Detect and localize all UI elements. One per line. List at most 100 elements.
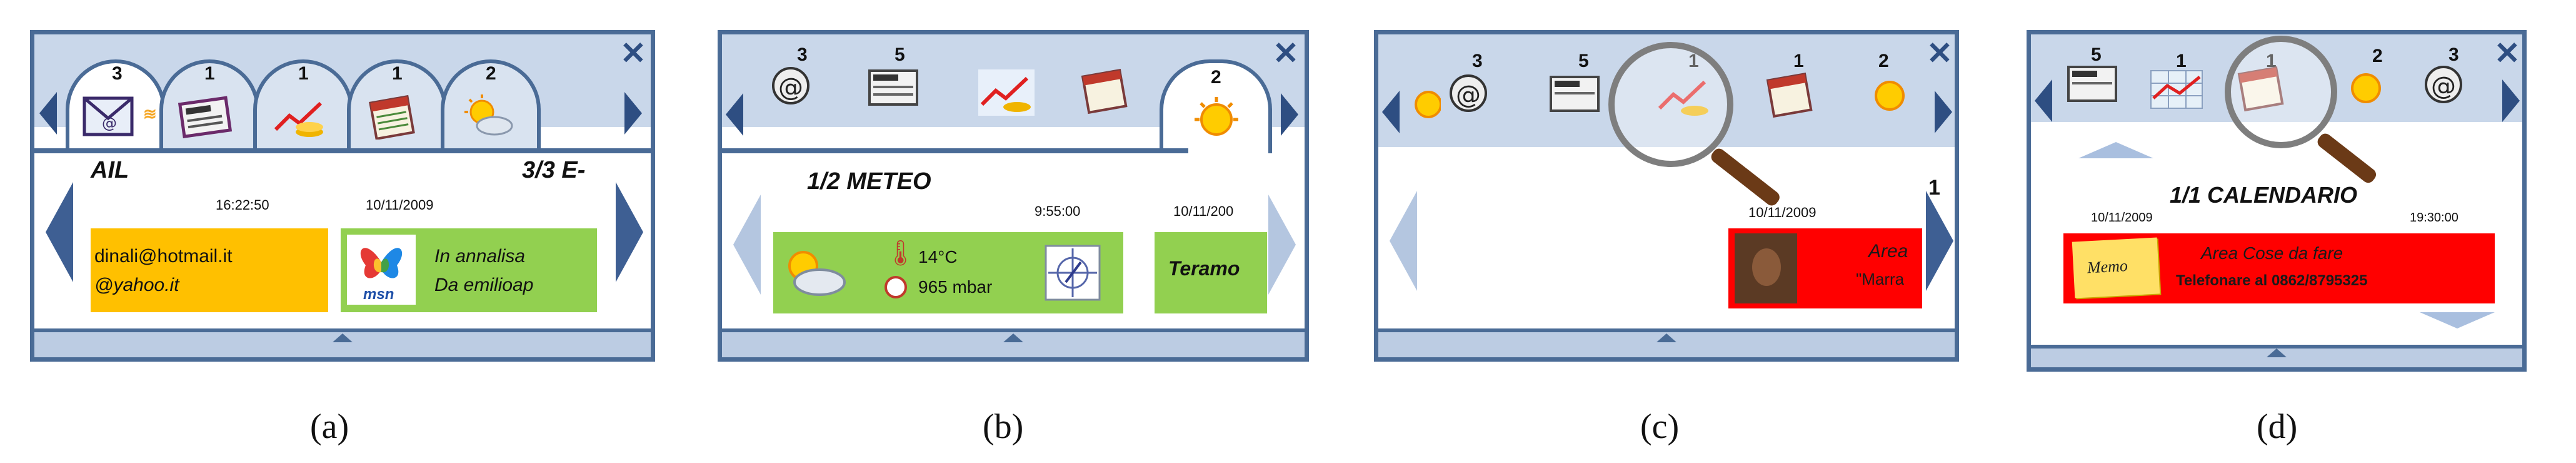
tab-prev-arrow[interactable] [2035, 79, 2052, 122]
email-address-1: dinali@hotmail.it [94, 246, 233, 267]
date-label: 10/11/2009 [2091, 211, 2153, 225]
chevron-up-icon [1003, 333, 1023, 342]
tab-weather[interactable]: 2 [441, 59, 541, 153]
caption-a: (a) [310, 407, 349, 446]
email-card[interactable]: dinali@hotmail.it @yahoo.it [91, 228, 328, 312]
content-prev-arrow[interactable] [1390, 191, 1417, 291]
content-prev-arrow[interactable] [733, 195, 761, 295]
memo-note: Memo [2072, 237, 2160, 298]
tab-badge: 3 [1472, 51, 1483, 71]
butterfly-icon [360, 248, 403, 278]
bottom-bar[interactable] [722, 328, 1305, 357]
svg-text:@: @ [102, 114, 117, 132]
calendar-icon [1766, 72, 1813, 118]
tab-next-arrow[interactable] [2502, 79, 2520, 122]
tab-badge: 1 [1793, 51, 1804, 71]
msn-card[interactable]: msn In annalisa Da emilioap [341, 228, 597, 312]
tab-badge: 1 [392, 63, 403, 84]
tab-badge: 5 [1578, 51, 1589, 71]
tab-badge: 1 [2176, 51, 2187, 71]
calendar-card[interactable]: Memo Area Cose da fare Telefonare al 086… [2063, 233, 2495, 303]
tab-stocks[interactable]: 1 [253, 59, 353, 153]
compass-icon [1045, 245, 1101, 301]
avatar-face [1752, 248, 1781, 286]
time-label: 16:22:50 [216, 197, 269, 213]
tab-badge: 2 [1211, 67, 1221, 88]
alert-card[interactable]: Area "Marra [1728, 228, 1922, 308]
close-icon[interactable]: ✕ [1273, 36, 1299, 71]
tab-badge: 1 [204, 63, 215, 84]
bottom-bar[interactable] [2031, 345, 2522, 367]
chevron-up-icon [1656, 333, 1676, 342]
newspaper-icon [2067, 66, 2117, 102]
magnifier-lens [2225, 36, 2337, 148]
sun-icon [2351, 73, 2381, 103]
tab-badge: 2 [2372, 46, 2383, 66]
chevron-up-icon [2267, 349, 2287, 357]
bottom-bar[interactable] [1378, 328, 1955, 357]
scroll-down-arrow[interactable] [2420, 312, 2495, 328]
caption-d: (d) [2257, 407, 2298, 446]
tab-badge: 2 [1878, 51, 1889, 71]
time-label: 9:55:00 [1035, 203, 1081, 219]
tab-weather[interactable]: 2 [1160, 59, 1272, 153]
magnifier-handle [1708, 146, 1782, 208]
stocks-chart-icon [978, 69, 1035, 116]
panel-title: 1/2 METEO [807, 168, 931, 195]
calendar-icon [369, 94, 415, 140]
panel-a: ✕ 3 @ ≋ 1 1 1 [30, 30, 655, 362]
area-line: Area Cose da fare [2201, 243, 2343, 263]
magnifier-lens [1608, 42, 1733, 167]
panel-title-left: AIL [91, 157, 129, 183]
tab-prev-arrow[interactable] [726, 93, 743, 136]
email-icon: @ [2425, 66, 2462, 103]
panel-b: ✕ 3 @ 5 1 1 2 1/2 METEO 9:55:00 10/11/20… [718, 30, 1309, 362]
caption-c: (c) [1640, 407, 1680, 446]
msn-line-1: In annalisa [434, 246, 526, 267]
tab-next-arrow[interactable] [1281, 93, 1298, 136]
sun-cloud-icon [788, 251, 846, 296]
close-icon[interactable]: ✕ [2494, 36, 2520, 71]
tab-badge: 1 [298, 63, 309, 84]
msn-logo: msn [347, 235, 416, 305]
panel-c: ✕ 3 @ 5 1 1 2 10/11/2009 1 Area "Marra [1374, 30, 1959, 362]
scroll-up-arrow[interactable] [2078, 142, 2153, 158]
time-label: 19:30:00 [2410, 211, 2458, 225]
signal-icon: ≋ [143, 104, 157, 123]
email-icon: @ [772, 67, 809, 104]
bottom-bar[interactable] [34, 328, 651, 357]
sun-icon [1195, 97, 1238, 136]
tab-badge: 3 [797, 44, 808, 65]
tab-next-arrow[interactable] [624, 92, 642, 135]
tab-badge: 3 [112, 63, 123, 84]
content-next-arrow[interactable] [616, 182, 643, 282]
weather-card[interactable]: 🌡 14°C 965 mbar [773, 232, 1123, 313]
close-icon[interactable]: ✕ [620, 36, 646, 71]
tab-prev-arrow[interactable] [1382, 91, 1400, 133]
weather-card-next[interactable]: Teramo [1155, 232, 1267, 313]
tab-next-arrow[interactable] [1935, 91, 1952, 133]
gauge-icon [885, 276, 907, 298]
tab-badge: 2 [486, 63, 496, 84]
date-label: 10/11/2009 [1748, 205, 1817, 220]
tab-email[interactable]: 3 @ ≋ [66, 59, 166, 153]
pressure: 965 mbar [918, 277, 993, 297]
panel-d: ✕ 5 1 1 2 3 @ 1/1 CALENDARIO 10/11/2009 … [2027, 30, 2527, 372]
area-text: Area [1868, 241, 1908, 262]
content-next-arrow[interactable] [1268, 195, 1296, 295]
newspaper-icon [1550, 76, 1600, 112]
next-city: Teramo [1168, 257, 1240, 280]
avatar [1735, 233, 1797, 303]
tab-calendar[interactable]: 1 [347, 59, 447, 153]
content-next-arrow[interactable] [1926, 191, 1953, 291]
content-prev-arrow[interactable] [46, 182, 73, 282]
email-icon: @ [1450, 74, 1487, 112]
svg-text:@: @ [2431, 72, 2456, 101]
tab-prev-arrow[interactable] [39, 92, 57, 135]
close-icon[interactable]: ✕ [1927, 36, 1953, 71]
tab-bar-divider [722, 148, 1188, 153]
sun-icon [1415, 91, 1441, 118]
msn-label: msn [363, 286, 394, 303]
newspaper-icon [868, 69, 918, 106]
tab-news[interactable]: 1 [159, 59, 259, 153]
